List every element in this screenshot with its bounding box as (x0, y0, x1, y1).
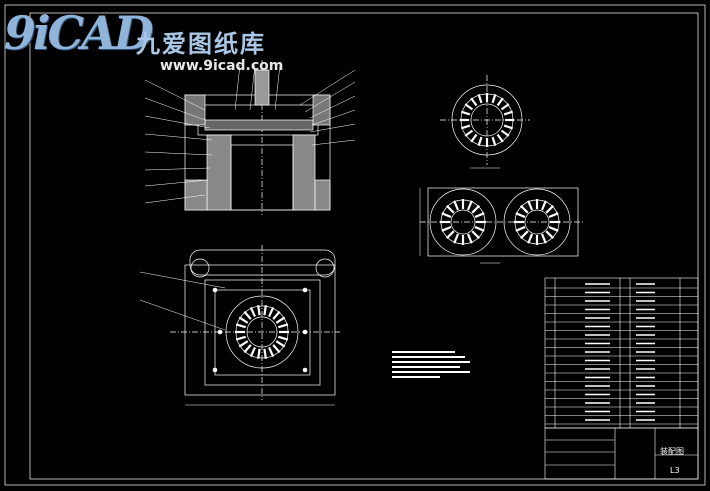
drawing-code: L3 (670, 466, 680, 475)
section-view (144, 60, 356, 215)
watermark-logo: 9iCAD (4, 6, 154, 60)
detail-geometry (212, 93, 698, 425)
technical-notes (392, 351, 470, 378)
watermark-url: www.9icad.com (160, 58, 284, 74)
drawing-name: 装配图 (660, 447, 684, 456)
parts-list (544, 277, 699, 429)
outer-border (4, 4, 706, 486)
watermark: 9iCAD 九爱图纸库 www.9icad.com (4, 6, 304, 80)
inner-border (29, 12, 699, 480)
plan-view (139, 245, 340, 406)
title-block (544, 427, 699, 480)
rotor-view (440, 75, 530, 169)
gear-pair-view (419, 187, 585, 264)
watermark-brand: 九爱图纸库 (136, 30, 266, 58)
